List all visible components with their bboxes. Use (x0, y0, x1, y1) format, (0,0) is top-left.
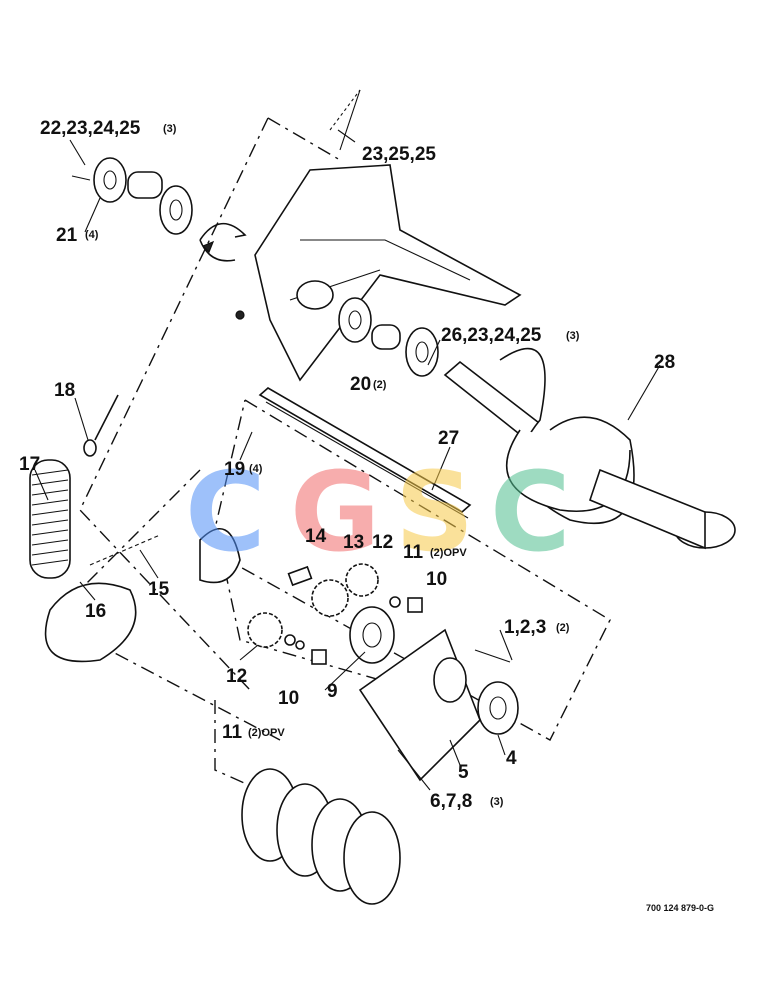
sprocket-set (247, 563, 423, 665)
callout-18: 18 (54, 380, 75, 401)
callout-11-lower: 11 (222, 722, 243, 743)
callout-1-2-3: 1,2,3 (504, 617, 546, 638)
callout-labels: 22,23,24,25 (3) 23,25,25 21 (4) 26,23,24… (19, 118, 675, 812)
callout-19: 19 (224, 459, 245, 480)
bracket-plate (358, 628, 519, 782)
callout-12-lower: 12 (226, 666, 247, 687)
watermark-letter-2: G (290, 448, 380, 576)
callout-21: 21 (56, 225, 78, 246)
callout-26-qty: (3) (566, 330, 580, 342)
watermark-letter-3: S (395, 448, 474, 576)
callout-9: 9 (327, 681, 338, 702)
callout-22-qty: (3) (163, 123, 177, 135)
callout-12-upper: 12 (372, 532, 393, 553)
watermark: C G S C (185, 448, 571, 576)
frame-housing (235, 89, 522, 382)
callout-27: 27 (438, 428, 459, 449)
callout-21-qty: (4) (85, 229, 99, 241)
callout-17: 17 (19, 454, 40, 475)
drawing-part-number: 700 124 879-0-G (646, 903, 714, 913)
assembly-lines (59, 117, 611, 791)
callout-1-2-3-qty: (2) (556, 622, 570, 634)
callout-19-qty: (4) (249, 463, 263, 475)
callout-26-23-24-25: 26,23,24,25 (441, 325, 542, 346)
callout-6-7-8-qty: (3) (490, 796, 504, 808)
bar (258, 387, 472, 519)
spring-rod (29, 394, 119, 579)
callout-23-25-25: 23,25,25 (362, 144, 436, 165)
watermark-letter-1: C (185, 448, 266, 576)
callout-20-qty: (2) (373, 379, 387, 391)
callout-20: 20 (350, 374, 371, 395)
rotor-discs (241, 768, 401, 905)
watermark-letter-4: C (490, 448, 571, 576)
callout-10-upper: 10 (426, 569, 447, 590)
callout-22-23-24-25: 22,23,24,25 (40, 118, 141, 139)
callout-10-lower: 10 (278, 688, 299, 709)
callout-11-lower-qty: (2)OPV (248, 727, 285, 739)
callout-5: 5 (458, 762, 469, 783)
callout-14: 14 (305, 526, 327, 547)
callout-16: 16 (85, 601, 106, 622)
leader-lines (34, 129, 661, 791)
callout-4: 4 (506, 748, 517, 769)
upper-bearing-assembly (71, 157, 247, 262)
auger (443, 347, 736, 550)
callout-15: 15 (148, 579, 170, 600)
callout-11-upper: 11 (403, 542, 424, 563)
callout-13: 13 (343, 532, 364, 553)
callout-6-7-8: 6,7,8 (430, 791, 472, 812)
callout-28: 28 (654, 352, 675, 373)
chain-guard (44, 528, 241, 663)
lower-bearing-assembly (338, 297, 439, 377)
callout-11-upper-qty: (2)OPV (430, 547, 467, 559)
